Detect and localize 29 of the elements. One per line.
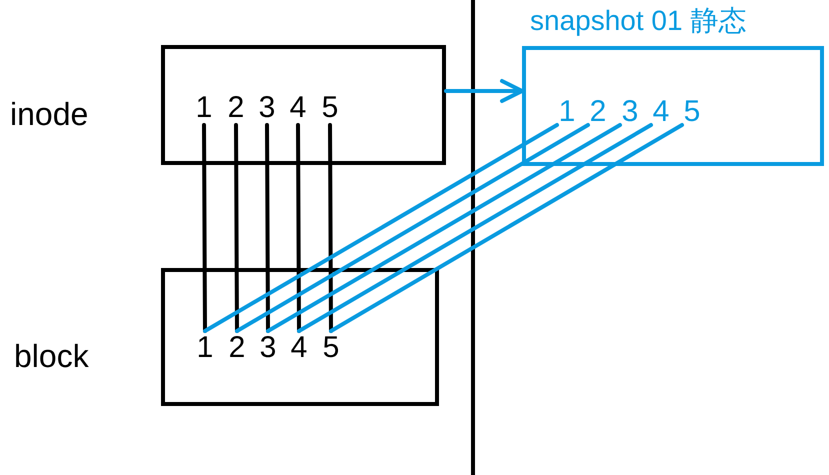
index-number: 4 (289, 331, 309, 365)
index-number: 5 (320, 91, 340, 125)
arrow (444, 79, 524, 103)
connector-line (202, 123, 207, 333)
index-number: 3 (258, 331, 278, 365)
index-number: 3 (620, 95, 640, 129)
connector-line (297, 123, 653, 333)
connector-line (265, 123, 270, 333)
index-number: 4 (651, 95, 671, 129)
connector-line (328, 123, 333, 333)
heading-label: block (14, 338, 89, 375)
index-number: 1 (194, 91, 214, 125)
connector-line (203, 123, 559, 333)
index-number: 3 (257, 91, 277, 125)
index-number: 1 (557, 95, 577, 129)
index-number: 2 (588, 95, 608, 129)
heading-label: inode (10, 96, 88, 133)
connector-line (296, 123, 301, 333)
index-number: 4 (288, 91, 308, 125)
index-number: 2 (227, 331, 247, 365)
connector-line (235, 123, 590, 333)
index-number: 2 (226, 91, 246, 125)
connector-line (266, 123, 622, 333)
index-number: 1 (195, 331, 215, 365)
connector-line (329, 123, 684, 333)
index-number: 5 (321, 331, 341, 365)
connector-line (234, 123, 239, 333)
index-number: 5 (682, 95, 702, 129)
heading-label: snapshot 01 静态 (530, 4, 746, 38)
